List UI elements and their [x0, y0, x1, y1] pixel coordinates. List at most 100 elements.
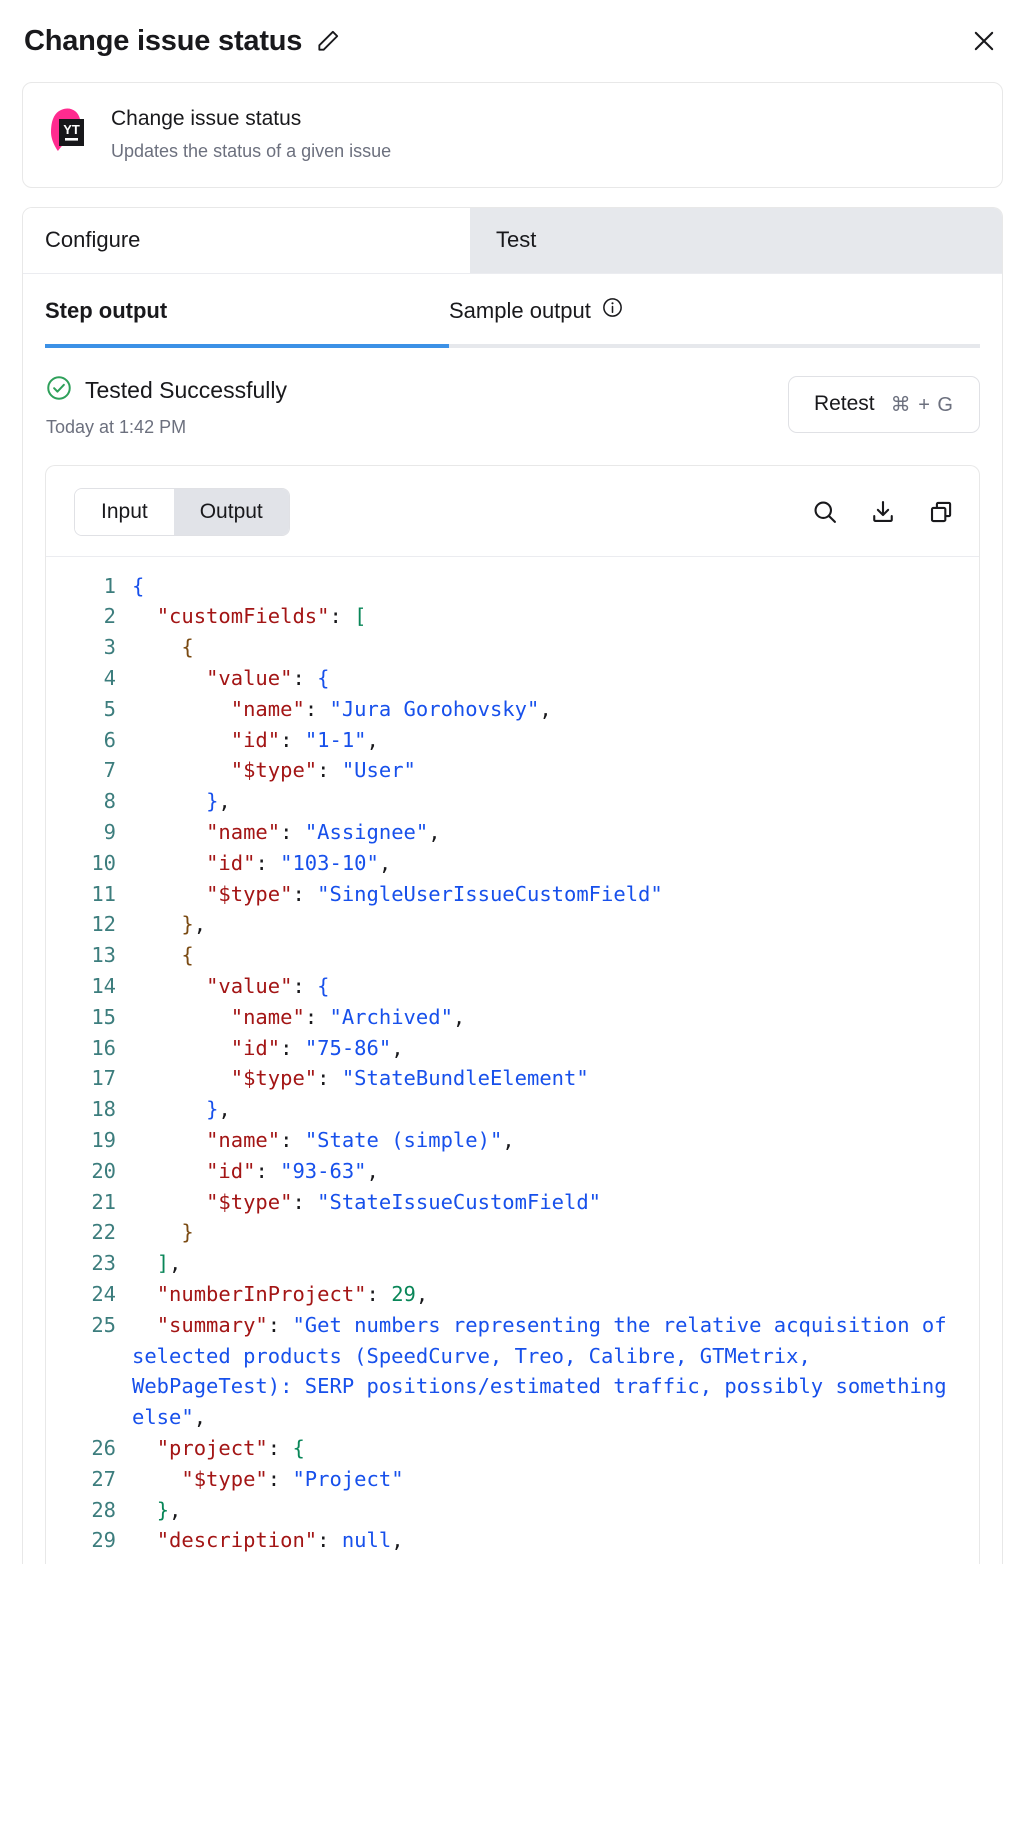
code-line: 24 "numberInProject": 29, [46, 1279, 979, 1310]
code-line-number: 11 [91, 881, 116, 906]
code-line-number: 29 [91, 1528, 116, 1553]
code-line: 17 "$type": "StateBundleElement" [46, 1063, 979, 1094]
code-line: 8 }, [46, 786, 979, 817]
status-text: Tested Successfully [85, 376, 287, 403]
test-status-block: Tested Successfully Today at 1:42 PM Ret… [23, 348, 1002, 438]
code-line-number: 4 [103, 666, 116, 691]
code-line: 2 "customFields": [ [46, 601, 979, 632]
code-line: 5 "name": "Jura Gorohovsky", [46, 694, 979, 725]
code-line-text: "id": "93-63", [206, 1158, 379, 1183]
code-line-text: "$type": "StateBundleElement" [230, 1066, 589, 1091]
subtab-underline-track [45, 343, 980, 348]
subtab-step-output-label: Step output [45, 297, 168, 323]
code-line-number: 18 [91, 1097, 116, 1122]
code-line-number: 7 [103, 758, 116, 783]
code-line-text: } [181, 1220, 194, 1245]
code-line-number: 28 [91, 1497, 116, 1522]
check-circle-icon [45, 374, 73, 407]
code-line-number: 16 [91, 1035, 116, 1060]
search-icon[interactable] [811, 498, 839, 526]
test-status-left: Tested Successfully Today at 1:42 PM [45, 374, 788, 438]
code-line-text: "value": { [206, 974, 330, 998]
io-toggle-input[interactable]: Input [75, 488, 174, 535]
code-line: 12 }, [46, 909, 979, 940]
code-line: 10 "id": "103-10", [46, 848, 979, 879]
code-viewer[interactable]: 1{2 "customFields": [3 {4 "value": {5 "n… [46, 556, 979, 1565]
code-line-text: { [132, 573, 145, 598]
code-line: 15 "name": "Archived", [46, 1002, 979, 1033]
code-line-number: 9 [103, 820, 116, 845]
code-line-text: }, [206, 789, 231, 814]
retest-button[interactable]: Retest ⌘ + G [787, 375, 980, 433]
app-name: Change issue status [111, 107, 302, 130]
code-line-text: "name": "Archived", [230, 1004, 466, 1029]
code-line: 21 "$type": "StateIssueCustomField" [46, 1187, 979, 1218]
code-line-number: 1 [103, 573, 116, 598]
code-line: 28 }, [46, 1495, 979, 1526]
dialog-titlebar: Change issue status [22, 0, 1003, 82]
code-line: 23 ], [46, 1248, 979, 1279]
code-line-number: 17 [91, 1066, 116, 1091]
code-line-number: 19 [91, 1127, 116, 1152]
code-line-number: 12 [91, 912, 116, 937]
page-title: Change issue status [24, 24, 303, 57]
subtab-sample-output[interactable]: Sample output [449, 274, 624, 348]
app-description: Updates the status of a given issue [111, 141, 392, 162]
dialog-root: Change issue status YT Change issue stat… [22, 0, 1003, 1565]
status-badge: Tested Successfully [45, 374, 788, 407]
code-line: 18 }, [46, 1094, 979, 1125]
download-icon[interactable] [869, 498, 897, 526]
tab-test[interactable]: Test [470, 207, 1002, 273]
code-line: 29 "description": null, [46, 1525, 979, 1556]
subtab-bar: Step output Sample output [23, 274, 1002, 348]
code-line-number: 10 [91, 850, 116, 875]
code-line-text: }, [156, 1497, 182, 1522]
code-line: 11 "$type": "SingleUserIssueCustomField" [46, 879, 979, 910]
tab-bar: Configure Test [23, 207, 1002, 274]
info-icon[interactable] [601, 296, 624, 325]
code-lines: 1{2 "customFields": [3 {4 "value": {5 "n… [46, 571, 979, 1557]
code-line: 26 "project": { [46, 1433, 979, 1464]
retest-shortcut: ⌘ + G [890, 393, 954, 416]
code-line-text: "customFields": [ [156, 604, 367, 629]
code-line-text: "id": "1-1", [230, 727, 379, 752]
code-line-number: 5 [103, 696, 116, 721]
code-line-number: 21 [91, 1189, 116, 1214]
main-panel: Configure Test Step output Sample output [22, 206, 1003, 1565]
code-line-number: 13 [91, 943, 116, 968]
youtrack-logo-icon: YT [47, 106, 91, 154]
code-line: 1{ [46, 571, 979, 602]
code-line: 3 { [46, 632, 979, 663]
io-toggle-output[interactable]: Output [173, 488, 289, 535]
code-line-text: { [181, 943, 194, 968]
code-line-number: 22 [91, 1220, 116, 1245]
code-line: 14 "value": { [46, 971, 979, 1002]
code-line-text: "name": "State (simple)", [206, 1127, 515, 1152]
close-icon[interactable] [967, 24, 1001, 58]
pencil-icon[interactable] [315, 28, 341, 54]
status-timestamp: Today at 1:42 PM [46, 416, 187, 437]
code-line: 6 "id": "1-1", [46, 725, 979, 756]
code-toolbar-icons [811, 498, 955, 526]
tab-configure[interactable]: Configure [23, 207, 470, 273]
code-line-number: 25 [91, 1312, 116, 1337]
code-line-text: "description": null, [156, 1528, 404, 1553]
code-line-text: "summary": "Get numbers representing the… [132, 1312, 959, 1430]
code-line-text: "$type": "StateIssueCustomField" [206, 1189, 602, 1214]
code-line-text: "project": { [156, 1435, 305, 1460]
code-line-text: "$type": "Project" [181, 1466, 404, 1491]
code-line: 16 "id": "75-86", [46, 1033, 979, 1064]
code-line: 19 "name": "State (simple)", [46, 1125, 979, 1156]
code-line-text: "$type": "User" [230, 758, 416, 783]
io-toggle: Input Output [74, 487, 290, 536]
code-line-text: "name": "Assignee", [206, 820, 441, 845]
code-output-card: Input Output [45, 464, 980, 1565]
subtab-active-indicator [45, 343, 449, 348]
copy-icon[interactable] [927, 498, 955, 526]
subtab-step-output[interactable]: Step output [45, 274, 449, 348]
code-line: 9 "name": "Assignee", [46, 817, 979, 848]
code-line-text: "value": { [206, 666, 330, 691]
svg-text:YT: YT [63, 122, 80, 137]
code-line-number: 23 [91, 1251, 116, 1276]
code-line-number: 3 [103, 635, 116, 660]
